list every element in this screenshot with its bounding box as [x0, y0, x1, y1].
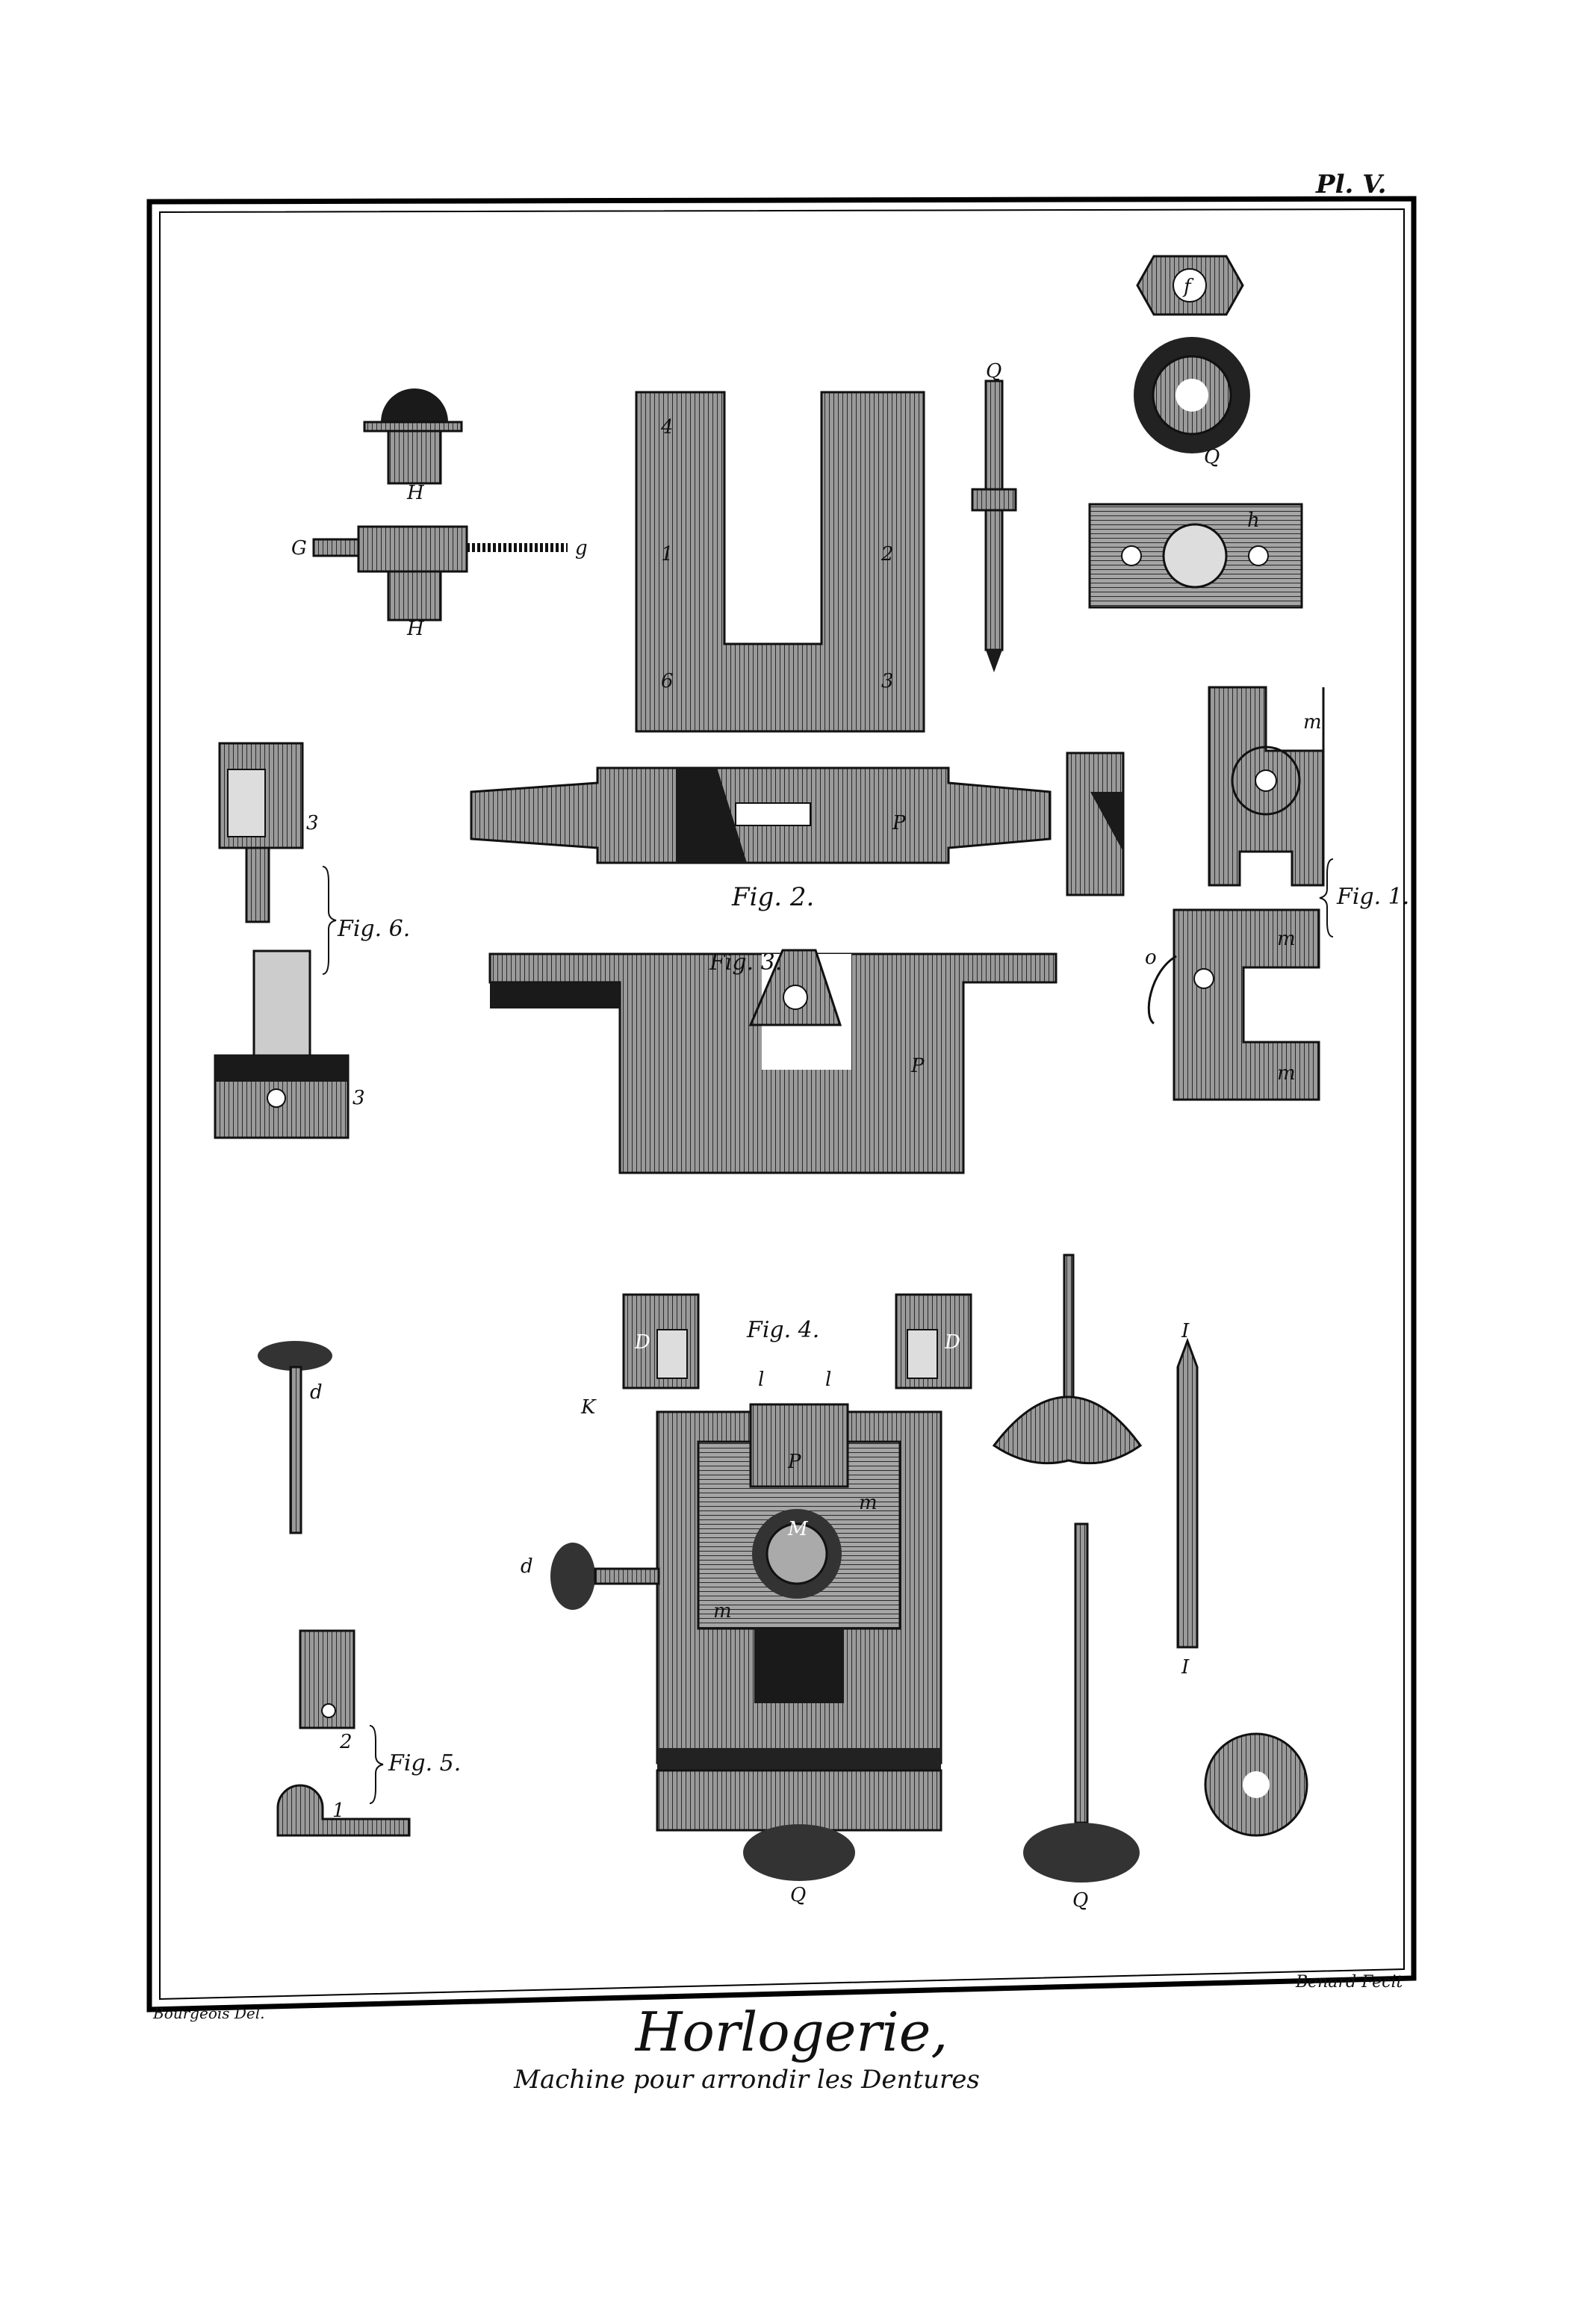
figure-t-handle-screw	[992, 1254, 1143, 1465]
figure-2-bar: P Fig. 2.	[470, 752, 1125, 912]
figure-pinion: d	[258, 1341, 332, 1534]
fig-2-label: Fig. 2.	[731, 882, 814, 912]
figure-3: Fig. 3. P	[488, 949, 1058, 1174]
fig-3-label: Fig. 3.	[709, 949, 782, 976]
plate-border	[146, 196, 1417, 2012]
draughtsman-credit: Bourgeois Del.	[152, 2004, 265, 2022]
figure-5: 2 1 Fig. 5.	[276, 1629, 461, 1837]
figure-6: 3 3 Fig. 6.	[214, 742, 410, 1139]
letter-Q-screw: Q	[986, 360, 1001, 382]
number-6: 6	[661, 670, 674, 692]
letter-D-right: D	[944, 1331, 960, 1354]
figure-nut-and-wheel: f Q h	[1088, 255, 1303, 609]
letter-l-left: l	[758, 1369, 764, 1391]
letter-H-top: H	[406, 482, 425, 504]
letter-m-fig4-a: m	[859, 1492, 878, 1514]
figure-screw-bottom: Q	[1023, 1522, 1140, 1912]
fig-5-label: Fig. 5.	[388, 1750, 461, 1776]
letter-P-fig3: P	[910, 1055, 925, 1077]
fig-1-label: Fig. 1.	[1336, 884, 1409, 910]
letter-P-fig2: P	[892, 812, 906, 834]
number-2-fig5: 2	[339, 1731, 353, 1753]
letter-I-top: I	[1181, 1320, 1190, 1342]
letter-d-fig4: d	[521, 1555, 533, 1578]
number-2: 2	[881, 543, 894, 565]
figure-collet-piece: H H G g	[291, 388, 588, 640]
letter-D-left: D	[634, 1331, 650, 1354]
figure-1: m m m o Fig. 1.	[1145, 686, 1409, 1101]
letter-G: G	[291, 537, 307, 560]
letter-m-fig1: m	[1303, 711, 1322, 734]
fig-4-label: Fig. 4.	[746, 1317, 819, 1343]
letter-g: g	[575, 537, 588, 560]
letter-H-bottom: H	[406, 618, 425, 640]
letter-Q-wheel: Q	[1204, 446, 1220, 468]
letter-M: M	[787, 1518, 809, 1540]
number-4: 4	[660, 416, 674, 439]
letter-Q-bottom: Q	[1072, 1889, 1088, 1912]
figure-pin: I I	[1176, 1320, 1199, 1679]
plate-title: Horlogerie,	[634, 2001, 948, 2063]
letter-m-bottom: m	[1277, 1062, 1296, 1085]
letter-h: h	[1247, 509, 1260, 532]
number-3-fig6-bottom: 3	[353, 1087, 365, 1109]
figure-4-machine: Fig. 4. D D K l l P m m M d Q	[521, 1293, 972, 1906]
letter-I-bottom: I	[1181, 1656, 1190, 1679]
letter-m-fig4-b: m	[713, 1600, 732, 1623]
letter-S: S	[768, 589, 781, 612]
number-1: 1	[661, 543, 674, 565]
letter-l-right: l	[825, 1369, 831, 1391]
letter-o: o	[1145, 946, 1157, 969]
letter-d-pinion: d	[310, 1381, 323, 1404]
number-3: 3	[881, 670, 894, 692]
plate-subtitle: Machine pour arrondir les Dentures	[513, 2065, 980, 2095]
letter-P-fig4: P	[787, 1451, 801, 1473]
number-1-fig5: 1	[332, 1800, 345, 1822]
letter-m-top: m	[1277, 928, 1296, 950]
letter-K: K	[580, 1396, 597, 1419]
number-3-fig6-top: 3	[306, 812, 319, 834]
figure-screw-top: Q	[971, 360, 1017, 672]
figure-washer	[1204, 1732, 1308, 1837]
figure-u-frame: S 4 1 6 2 3	[635, 391, 925, 733]
fig-6-label: Fig. 6.	[337, 916, 410, 942]
engraver-credit: Benard Fecit	[1295, 1973, 1403, 1992]
plate-number: Pl. V.	[1315, 170, 1386, 199]
letter-Q-fig4: Q	[790, 1884, 806, 1906]
